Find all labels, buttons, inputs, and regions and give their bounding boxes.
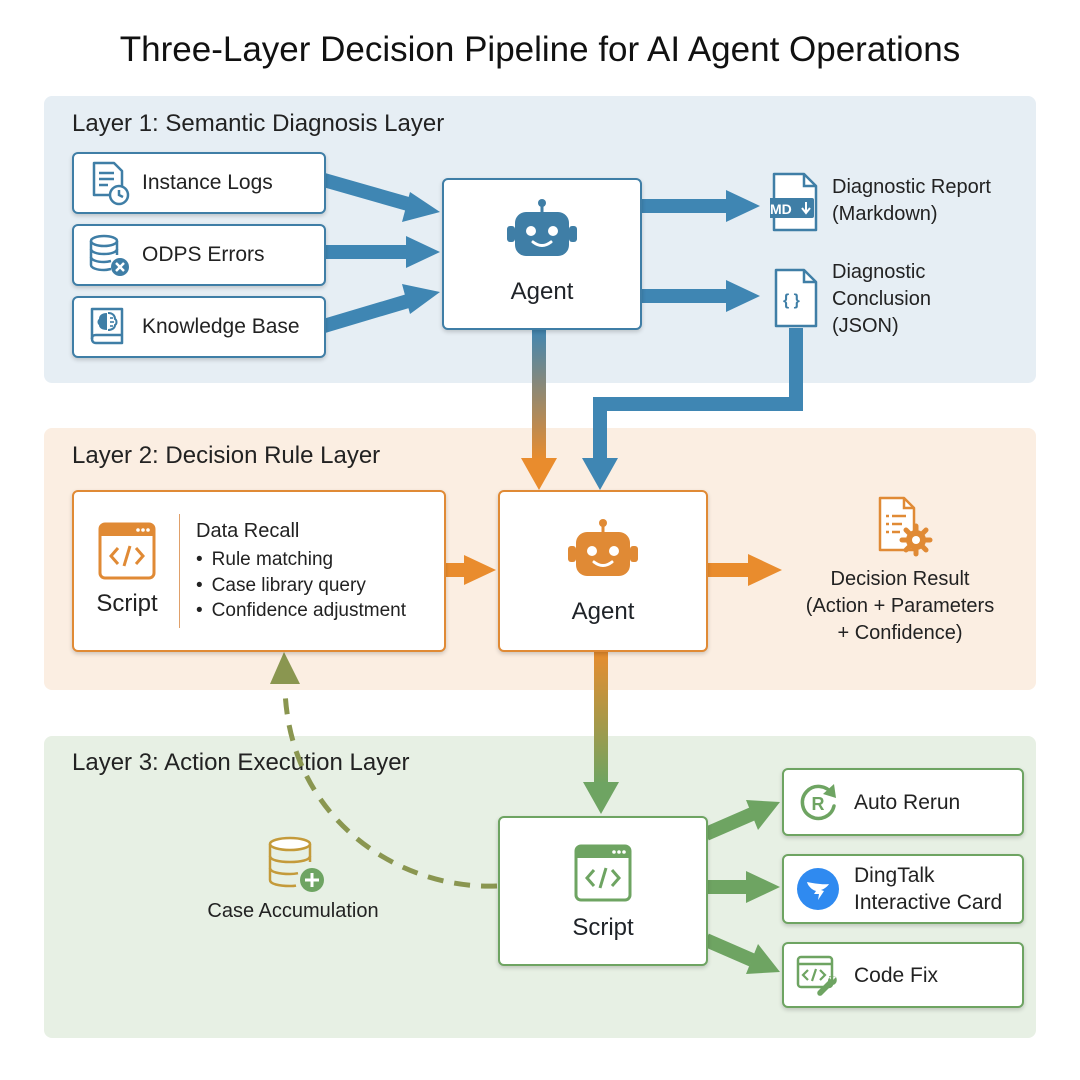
input-knowledge-base: Knowledge Base bbox=[72, 296, 326, 358]
database-plus-icon bbox=[268, 836, 324, 892]
action-label: DingTalk Interactive Card bbox=[854, 862, 1002, 916]
output-diagnostic-report: Diagnostic Report (Markdown) bbox=[832, 174, 991, 228]
input-label: Instance Logs bbox=[142, 171, 273, 194]
input-label: ODPS Errors bbox=[142, 243, 265, 266]
decision-line: (Action + Parameters bbox=[805, 595, 995, 617]
divider bbox=[179, 514, 180, 628]
script-label: Script bbox=[96, 590, 158, 617]
brain-book-icon bbox=[90, 307, 124, 345]
output-diagnostic-conclusion: Diagnostic Conclusion (JSON) bbox=[832, 259, 931, 340]
page-title: Three-Layer Decision Pipeline for AI Age… bbox=[119, 30, 961, 69]
code-wrench-icon bbox=[796, 955, 837, 996]
dingtalk-icon bbox=[797, 868, 839, 910]
script-box-layer-3: Script bbox=[498, 816, 708, 966]
decision-line: Decision Result bbox=[830, 568, 970, 590]
action-auto-rerun: R Auto Rerun bbox=[782, 768, 1024, 836]
json-file-icon: { } bbox=[772, 268, 820, 328]
recall-list: Rule matching Case library query Confide… bbox=[196, 547, 406, 624]
rerun-icon: R bbox=[800, 784, 836, 821]
action-code-fix: Code Fix bbox=[782, 942, 1024, 1008]
robot-icon bbox=[507, 199, 577, 256]
agent-layer-2: Agent bbox=[498, 490, 708, 652]
output-line: Diagnostic Report bbox=[832, 176, 991, 198]
output-line: (Markdown) bbox=[832, 203, 938, 225]
case-accumulation-label: Case Accumulation bbox=[207, 900, 379, 922]
markdown-file-icon: MD bbox=[768, 172, 820, 232]
agent-label: Agent bbox=[571, 598, 635, 625]
decision-result: Decision Result (Action + Parameters + C… bbox=[792, 566, 1008, 647]
script-box-layer-2: Script Data Recall Rule matching Case li… bbox=[72, 490, 446, 652]
database-error-icon bbox=[89, 234, 129, 276]
action-line: Interactive Card bbox=[854, 891, 1003, 914]
output-line: (JSON) bbox=[832, 315, 899, 337]
input-odps-errors: ODPS Errors bbox=[72, 224, 326, 286]
data-recall-title: Data Recall bbox=[196, 520, 300, 542]
code-window-icon bbox=[574, 844, 632, 902]
markdown-icon-text: MD bbox=[770, 201, 792, 217]
action-label: Auto Rerun bbox=[854, 790, 961, 814]
layer-3-title: Layer 3: Action Execution Layer bbox=[72, 749, 410, 776]
layer-1-title: Layer 1: Semantic Diagnosis Layer bbox=[72, 110, 445, 137]
action-line: DingTalk bbox=[854, 864, 935, 887]
decision-line: + Confidence) bbox=[837, 622, 963, 644]
agent-label: Agent bbox=[510, 278, 574, 305]
document-gear-icon bbox=[878, 496, 933, 557]
action-label: Code Fix bbox=[854, 963, 939, 987]
script-label: Script bbox=[572, 914, 634, 941]
output-line: Conclusion bbox=[832, 288, 931, 310]
action-dingtalk-card: DingTalk Interactive Card bbox=[782, 854, 1024, 924]
input-instance-logs: Instance Logs bbox=[72, 152, 326, 214]
svg-text:R: R bbox=[812, 794, 825, 814]
list-item: Confidence adjustment bbox=[196, 598, 406, 624]
log-document-clock-icon bbox=[92, 161, 130, 206]
list-item: Rule matching bbox=[196, 547, 406, 573]
layer-2-title: Layer 2: Decision Rule Layer bbox=[72, 442, 381, 469]
robot-icon bbox=[568, 519, 638, 576]
json-icon-text: { } bbox=[783, 292, 800, 309]
output-line: Diagnostic bbox=[832, 261, 926, 283]
code-window-icon bbox=[98, 522, 156, 580]
agent-layer-1: Agent bbox=[442, 178, 642, 330]
input-label: Knowledge Base bbox=[142, 315, 300, 338]
list-item: Case library query bbox=[196, 573, 406, 599]
